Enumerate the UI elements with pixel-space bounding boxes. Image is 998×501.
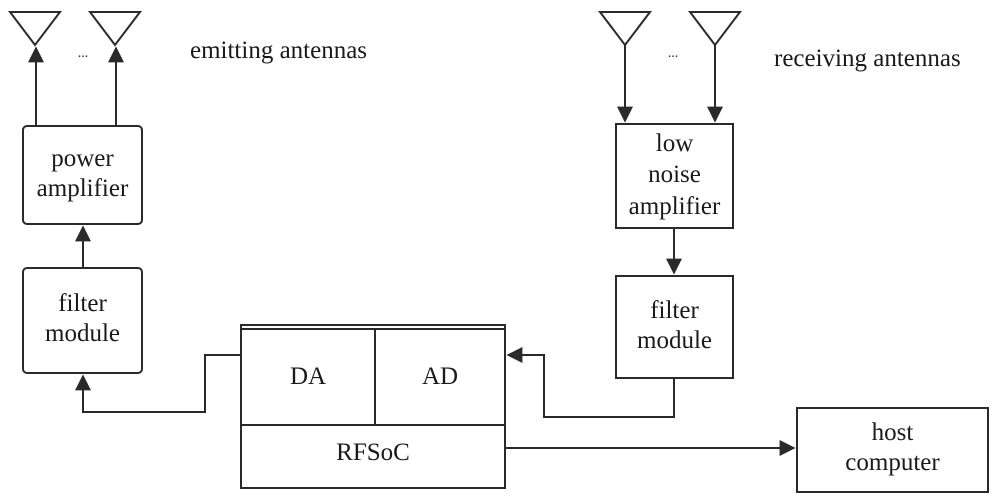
filter-module-rx-label: filter module	[637, 297, 712, 354]
rfsoc-label: RFSoC	[336, 439, 410, 466]
rfsoc-box	[240, 324, 506, 489]
filter-module-tx-label: filter module	[45, 290, 120, 347]
power-amplifier-box	[22, 125, 143, 225]
ellipsis-rx: ...	[667, 46, 679, 61]
arrow-filter-to-ad	[506, 347, 675, 418]
emitting-antennas-caption: emitting antennas	[190, 37, 368, 64]
ad-label: AD	[421, 363, 459, 390]
emit-antenna-2-icon	[87, 11, 143, 47]
receiving-antennas-caption: receiving antennas	[774, 45, 961, 72]
host-computer-label: host computer	[845, 419, 940, 476]
emit-antenna-1-icon	[7, 11, 63, 47]
ellipsis-tx: ...	[77, 46, 89, 61]
power-amplifier-label: power amplifier	[36, 145, 129, 202]
arrow-da-to-filter	[75, 354, 241, 413]
host-computer-box	[796, 407, 989, 493]
da-label: DA	[289, 363, 327, 390]
low-noise-amplifier-label: low noise amplifier	[628, 130, 721, 220]
recv-antenna-1-icon	[597, 11, 653, 47]
recv-antenna-2-icon	[687, 11, 743, 47]
